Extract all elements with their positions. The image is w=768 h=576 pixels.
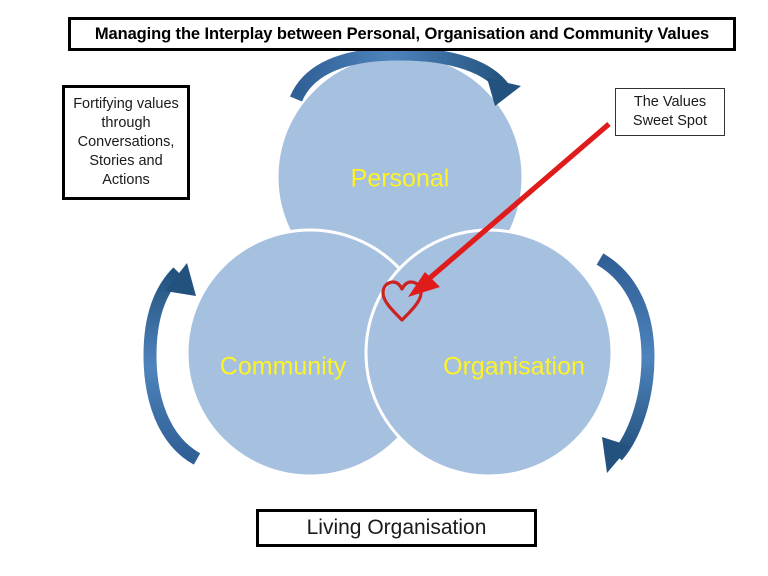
page-title: Managing the Interplay between Personal,… <box>94 24 710 43</box>
venn-circle-group <box>185 52 614 478</box>
note-box-fortifying-values: Fortifying values through Conversations,… <box>62 85 190 200</box>
venn-label-community: Community <box>220 353 347 381</box>
note-box-text: Fortifying values through Conversations,… <box>73 95 179 189</box>
venn-label-personal: Personal <box>351 165 450 193</box>
footer-box-text: Living Organisation <box>306 516 487 539</box>
callout-box-text: The Values Sweet Spot <box>632 94 708 129</box>
venn-label-organisation: Organisation <box>443 353 585 381</box>
curved-arrow-left <box>143 263 201 465</box>
red-pointer-arrow <box>408 122 611 297</box>
curved-arrow-right <box>596 253 655 473</box>
diagram-title-box: Managing the Interplay between Personal,… <box>68 17 736 51</box>
callout-box-sweet-spot: The Values Sweet Spot <box>615 88 725 136</box>
heart-icon <box>381 280 423 322</box>
curved-arrow-top <box>290 47 521 106</box>
footer-box-living-organisation: Living Organisation <box>256 509 537 547</box>
